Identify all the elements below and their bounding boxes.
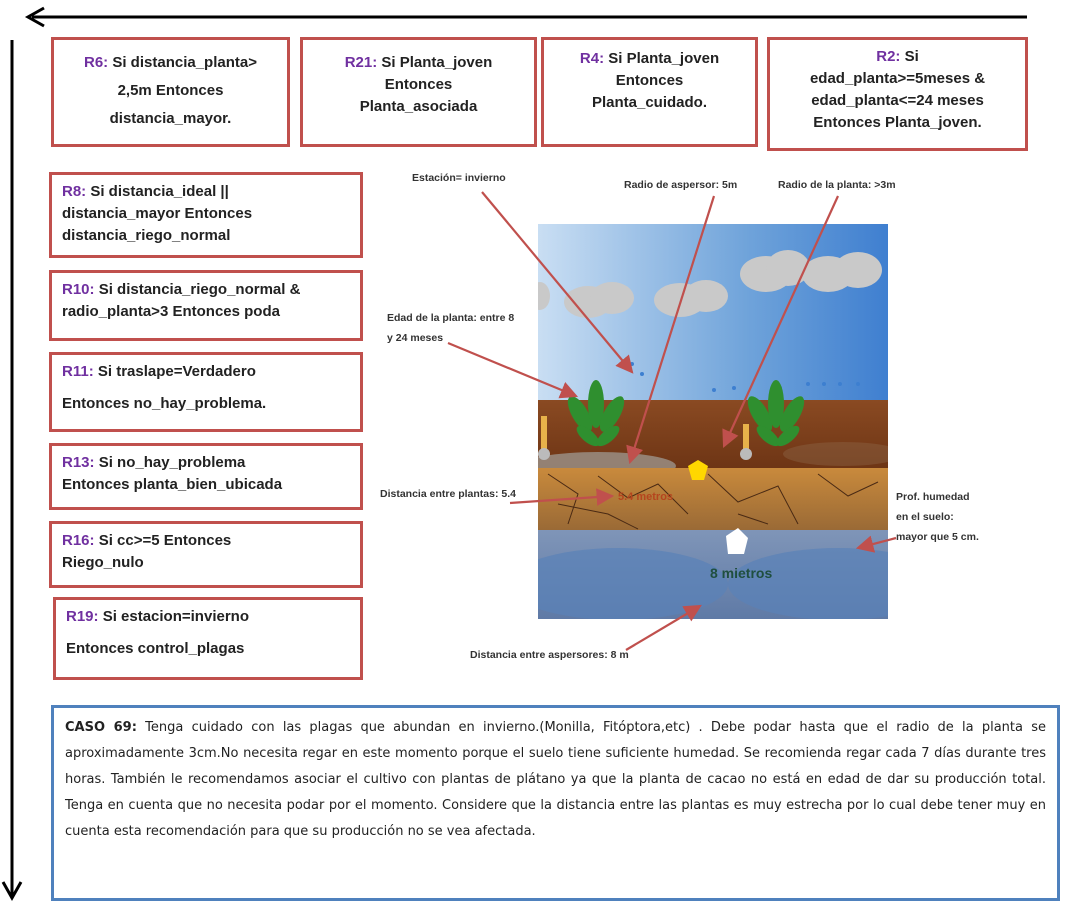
field-illustration: 5.4 metros 8 mietros: [538, 224, 888, 619]
label-radio-aspersor: Radio de aspersor: 5m: [624, 179, 738, 191]
rule-r11: R11: Si traslape=Verdadero Entonces no_h…: [49, 352, 363, 432]
rule-text: Entonces no_hay_problema.: [62, 395, 267, 412]
rule-id: R6:: [84, 54, 109, 71]
rule-r21: R21: Si Planta_joven Entonces Planta_aso…: [300, 37, 537, 147]
label-estacion: Estación= invierno: [412, 172, 506, 184]
rule-text: Entonces planta_bien_ubicada: [62, 476, 283, 493]
rule-text: radio_planta>3 Entonces poda: [62, 303, 280, 320]
rule-text: Si estacion=invierno: [102, 608, 249, 625]
rule-text: distancia_mayor Entonces: [62, 205, 253, 222]
top-arrow-head-icon: [24, 6, 45, 28]
rule-id: R16:: [62, 532, 95, 549]
rule-text: Si distancia_planta>: [112, 54, 257, 71]
rule-id: R13:: [62, 454, 95, 471]
label-distancia-plantas: Distancia entre plantas: 5.4: [380, 488, 516, 500]
rule-text: distancia_mayor.: [109, 110, 232, 127]
rule-r2: R2: Si edad_planta>=5meses & edad_planta…: [767, 37, 1028, 151]
rule-r6: R6: Si distancia_planta> 2,5m Entonces d…: [51, 37, 290, 147]
rule-text: Si distancia_riego_normal &: [98, 281, 301, 298]
rule-id: R2:: [876, 48, 901, 65]
rule-text: Si Planta_joven: [381, 54, 493, 71]
rule-text: Si no_hay_problema: [98, 454, 246, 471]
rule-text: distancia_riego_normal: [62, 227, 231, 244]
rule-r8: R8: Si distancia_ideal || distancia_mayo…: [49, 172, 363, 258]
rule-text: Entonces Planta_joven.: [813, 114, 982, 131]
rule-text: edad_planta>=5meses &: [809, 70, 986, 87]
rule-id: R10:: [62, 281, 95, 298]
cracked-soil: [538, 468, 888, 530]
left-arrow-head-icon: [1, 881, 23, 902]
sprinkler-radius: [783, 442, 888, 466]
label-line: Prof. humedad: [896, 491, 970, 503]
rule-id: R19:: [66, 608, 99, 625]
position-marker-icon: [688, 460, 708, 480]
rule-text: Planta_asociada: [359, 98, 478, 115]
rule-text: Si distancia_ideal ||: [90, 183, 229, 200]
label-radio-planta: Radio de la planta: >3m: [778, 179, 896, 191]
sprinkler-radius: [728, 548, 888, 619]
label-edad-planta: Edad de la planta: entre 8 y 24 meses: [387, 310, 514, 347]
sprinkler-radius: [538, 548, 728, 619]
rule-id: R8:: [62, 183, 87, 200]
rule-text: Entonces control_plagas: [66, 640, 245, 657]
rule-r13: R13: Si no_hay_problema Entonces planta_…: [49, 443, 363, 510]
rule-id: R11:: [62, 363, 94, 380]
label-line: Edad de la planta: entre 8: [387, 312, 515, 324]
rule-id: R21:: [344, 54, 378, 71]
label-prof-humedad: Prof. humedad en el suelo: mayor que 5 c…: [896, 489, 979, 546]
rule-text: Planta_cuidado.: [591, 94, 708, 111]
rule-r4: R4: Si Planta_joven Entonces Planta_cuid…: [541, 37, 758, 147]
case-text: Tenga cuidado con las plagas que abundan…: [65, 720, 1046, 839]
label-line: mayor que 5 cm.: [896, 531, 979, 543]
case-title: CASO 69:: [65, 720, 137, 735]
scene-distance-label: 5.4 metros: [618, 491, 673, 503]
rule-text: Si traslape=Verdadero: [97, 363, 256, 380]
rule-text: Riego_nulo: [62, 554, 144, 571]
rule-text: Entonces: [384, 76, 453, 93]
label-line: y 24 meses: [387, 332, 444, 344]
case-recommendation: CASO 69: Tenga cuidado con las plagas qu…: [51, 705, 1060, 901]
rule-r10: R10: Si distancia_riego_normal & radio_p…: [49, 270, 363, 341]
rule-text: Si: [904, 48, 919, 65]
rule-text: Entonces: [615, 72, 684, 89]
rule-id: R4:: [579, 50, 605, 67]
rule-r16: R16: Si cc>=5 Entonces Riego_nulo: [49, 521, 363, 588]
position-marker-icon: [726, 528, 748, 554]
scene-distance-label: 8 mietros: [710, 565, 772, 581]
rule-text: 2,5m Entonces: [117, 82, 224, 99]
rule-text: Si Planta_joven: [608, 50, 720, 67]
rule-text: edad_planta<=24 meses: [811, 92, 984, 109]
soil-cracks: [547, 473, 879, 530]
label-distancia-aspersores: Distancia entre aspersores: 8 m: [470, 649, 629, 661]
rule-r19: R19: Si estacion=invierno Entonces contr…: [53, 597, 363, 680]
label-line: en el suelo:: [896, 511, 954, 523]
rule-text: Si cc>=5 Entonces: [98, 532, 232, 549]
